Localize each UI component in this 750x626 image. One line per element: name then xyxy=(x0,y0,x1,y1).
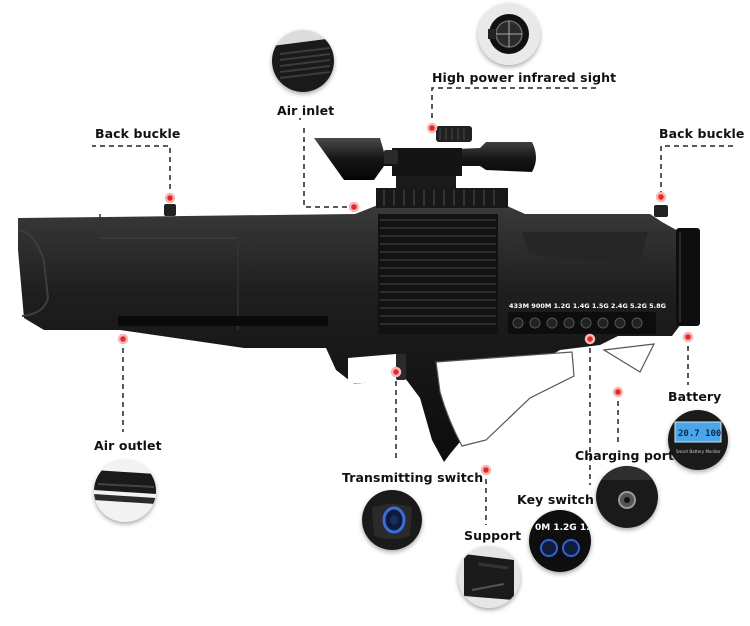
label-key-switch: Key switch xyxy=(517,492,595,507)
jammer-body xyxy=(17,188,700,462)
charging-port-closeup xyxy=(596,466,658,528)
label-charging-port: Charging port xyxy=(575,448,675,463)
frequency-ports xyxy=(512,317,643,329)
frequency-strip-text: 433M 900M 1.2G 1.4G 1.5G 2.4G 5.2G 5.8G xyxy=(509,302,666,310)
label-air-outlet: Air outlet xyxy=(94,438,162,453)
battery-lcd-reading: 20.7 100 xyxy=(678,429,721,439)
battery-monitor-caption: Smart Battery Monitor xyxy=(676,449,721,454)
leader-lines xyxy=(92,87,734,525)
air-inlet-closeup xyxy=(272,30,334,92)
key-switch-closeup-text: 0M 1.2G 1. xyxy=(535,523,590,533)
battery-closeup: 20.7 100 Smart Battery Monitor xyxy=(668,410,728,470)
label-air-inlet: Air inlet xyxy=(277,103,335,118)
key-switch-closeup: 0M 1.2G 1. xyxy=(529,510,591,572)
sight-closeup xyxy=(478,3,540,65)
label-transmitting-switch: Transmitting switch xyxy=(342,470,484,485)
transmitting-switch-closeup xyxy=(362,490,422,550)
label-support: Support xyxy=(464,528,522,543)
label-back-buckle-right: Back buckle xyxy=(659,126,745,141)
label-battery: Battery xyxy=(668,389,722,404)
infrared-scope xyxy=(314,126,536,190)
label-sight: High power infrared sight xyxy=(432,70,617,85)
label-back-buckle-left: Back buckle xyxy=(95,126,181,141)
location-markers xyxy=(117,122,694,476)
vent-grill xyxy=(380,219,496,325)
support-closeup xyxy=(458,546,520,608)
air-outlet-closeup xyxy=(94,460,156,522)
